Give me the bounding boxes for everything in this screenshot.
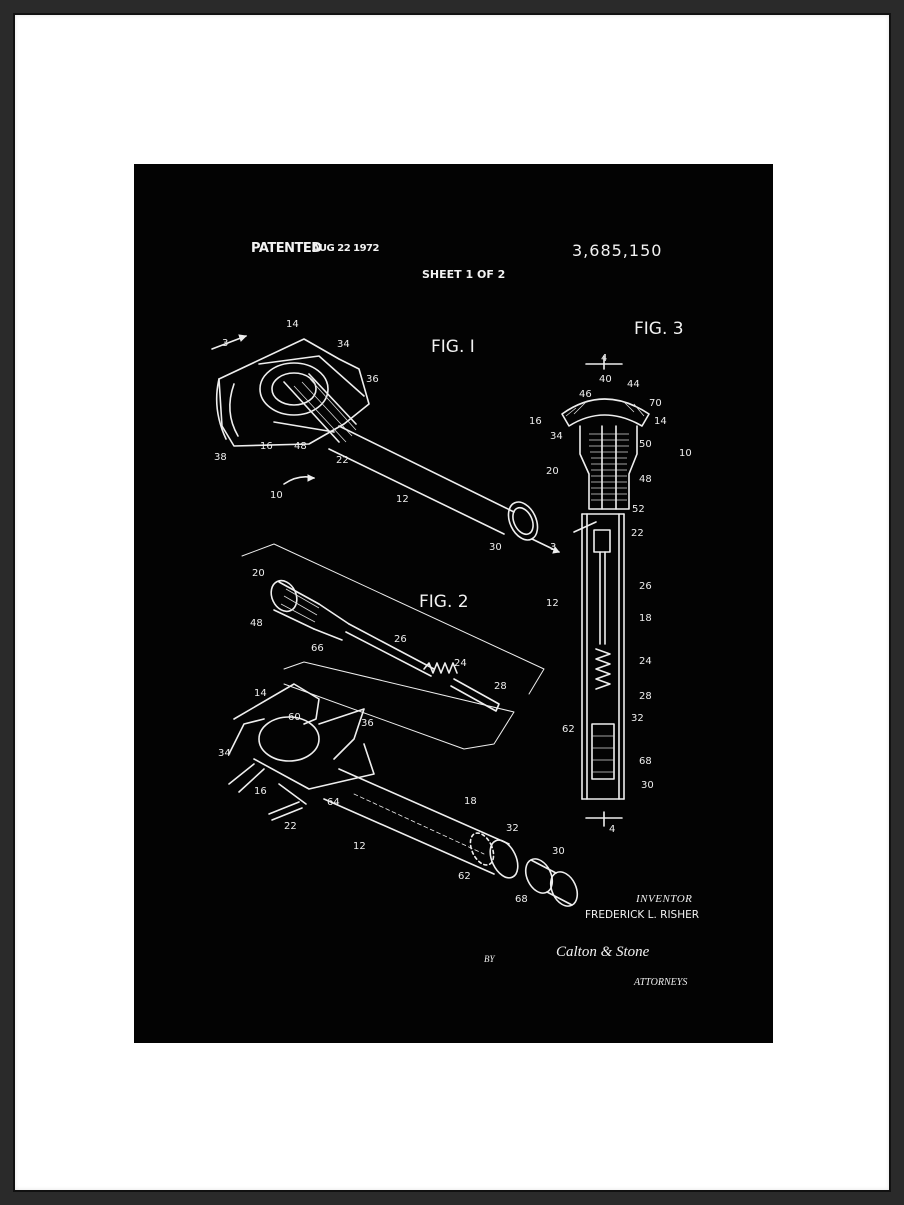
svg-text:48: 48	[250, 618, 263, 629]
svg-text:22: 22	[284, 821, 297, 832]
svg-text:60: 60	[288, 712, 301, 723]
svg-text:68: 68	[515, 894, 528, 905]
svg-text:12: 12	[546, 598, 559, 609]
svg-text:30: 30	[489, 542, 502, 553]
svg-text:16: 16	[529, 416, 542, 427]
svg-text:24: 24	[454, 658, 467, 669]
patent-poster: PATENTED AUG 22 1972 3,685,150 SHEET 1 O…	[134, 164, 773, 1043]
svg-text:24: 24	[639, 656, 652, 667]
svg-text:68: 68	[639, 756, 652, 767]
patented-label: PATENTED	[251, 241, 322, 256]
svg-text:18: 18	[464, 796, 477, 807]
svg-text:30: 30	[641, 780, 654, 791]
svg-text:18: 18	[639, 613, 652, 624]
svg-text:32: 32	[631, 713, 644, 724]
svg-text:66: 66	[311, 643, 324, 654]
svg-text:28: 28	[494, 681, 507, 692]
svg-text:22: 22	[336, 455, 349, 466]
svg-text:14: 14	[654, 416, 667, 427]
svg-text:36: 36	[361, 718, 374, 729]
svg-text:46: 46	[579, 389, 592, 400]
svg-text:40: 40	[599, 374, 612, 385]
svg-text:16: 16	[260, 441, 273, 452]
signature-by: BY	[484, 954, 495, 964]
svg-text:48: 48	[294, 441, 307, 452]
svg-text:62: 62	[458, 871, 471, 882]
svg-text:34: 34	[337, 339, 350, 350]
svg-text:32: 32	[506, 823, 519, 834]
attorney-signature: Calton & Stone	[556, 944, 650, 960]
svg-text:16: 16	[254, 786, 267, 797]
patent-number: 3,685,150	[572, 241, 663, 260]
svg-text:3: 3	[222, 338, 228, 349]
svg-text:70: 70	[649, 398, 662, 409]
svg-text:3: 3	[550, 542, 556, 553]
svg-text:10: 10	[270, 490, 283, 501]
svg-text:20: 20	[546, 466, 559, 477]
svg-text:22: 22	[631, 528, 644, 539]
fig-3-drawing: 4 4 46 40 44 70 14 16 34 50	[529, 353, 692, 835]
attorneys-label: ATTORNEYS	[634, 977, 688, 988]
patented-date: AUG 22 1972	[312, 243, 379, 254]
svg-text:14: 14	[254, 688, 267, 699]
svg-text:62: 62	[562, 724, 575, 735]
patent-drawings: 3 3 14 34 36 38 16 48 22 10 12 30	[211, 319, 692, 907]
fig-2-drawing: 20 48 66 26 24 28 14 60 36 34 16 22 64 18 32 12 62 6…	[218, 543, 579, 907]
svg-text:34: 34	[550, 431, 563, 442]
fig-1-label: FIG. I	[431, 337, 475, 357]
svg-text:48: 48	[639, 474, 652, 485]
svg-text:4: 4	[609, 824, 615, 835]
svg-text:50: 50	[639, 439, 652, 450]
svg-text:12: 12	[396, 494, 409, 505]
svg-text:28: 28	[639, 691, 652, 702]
svg-text:64: 64	[327, 797, 340, 808]
svg-text:26: 26	[394, 634, 407, 645]
svg-text:52: 52	[632, 504, 645, 515]
fig-1-drawing: 3 3 14 34 36 38 16 48 22 10 12 30	[211, 319, 560, 554]
svg-text:20: 20	[252, 568, 265, 579]
inventor-name: FREDERICK L. RISHER	[585, 909, 700, 921]
svg-text:44: 44	[627, 379, 640, 390]
svg-text:10: 10	[679, 448, 692, 459]
svg-text:30: 30	[552, 846, 565, 857]
svg-text:38: 38	[214, 452, 227, 463]
inventor-label: INVENTOR	[636, 893, 693, 905]
fig-3-label: FIG. 3	[634, 319, 684, 339]
svg-text:14: 14	[286, 319, 299, 330]
svg-text:4: 4	[601, 353, 607, 364]
svg-text:34: 34	[218, 748, 231, 759]
svg-text:12: 12	[353, 841, 366, 852]
fig-2-label: FIG. 2	[419, 592, 469, 612]
svg-text:36: 36	[366, 374, 379, 385]
sheet-label: SHEET 1 OF 2	[422, 268, 506, 281]
svg-text:26: 26	[639, 581, 652, 592]
